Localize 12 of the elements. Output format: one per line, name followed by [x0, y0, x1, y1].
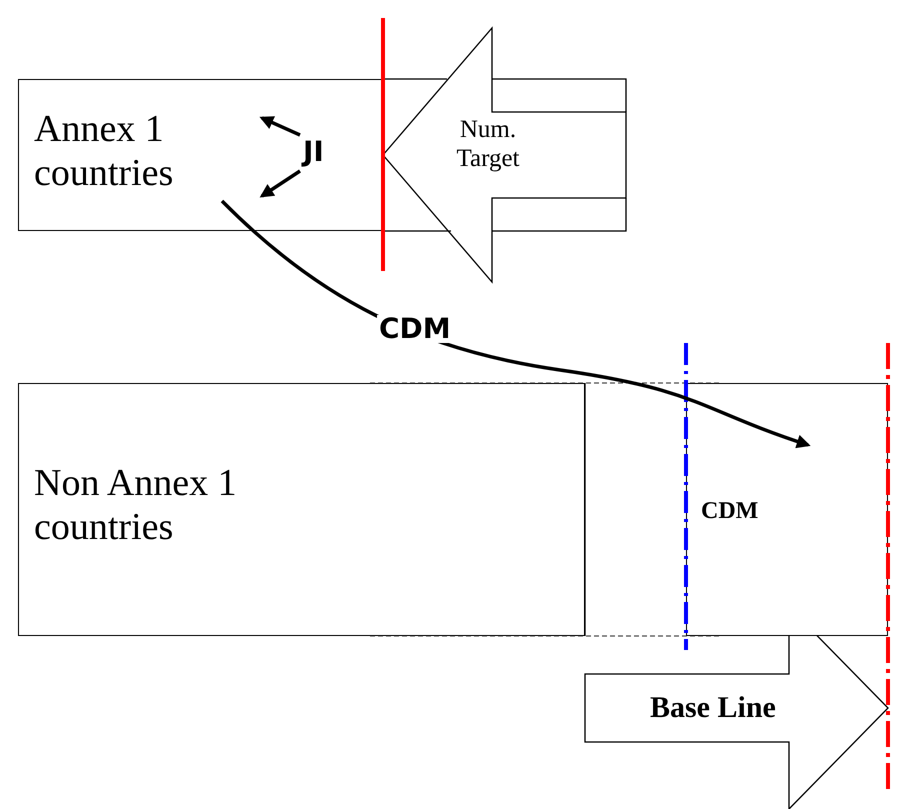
- group-box: [18, 383, 585, 636]
- group-box: [18, 79, 383, 231]
- process-box: [686, 383, 888, 636]
- arrow: [260, 170, 301, 198]
- node-text: Base Line: [650, 691, 776, 726]
- node-text: Non Annex 1 countries: [34, 462, 238, 550]
- arrow: [220, 200, 811, 448]
- node-text: Annex 1 countries: [34, 108, 174, 196]
- arrow: [259, 116, 301, 137]
- node-text: CDM: [701, 498, 758, 526]
- node-label: JI: [303, 136, 324, 168]
- node-text: Num. Target: [455, 116, 521, 174]
